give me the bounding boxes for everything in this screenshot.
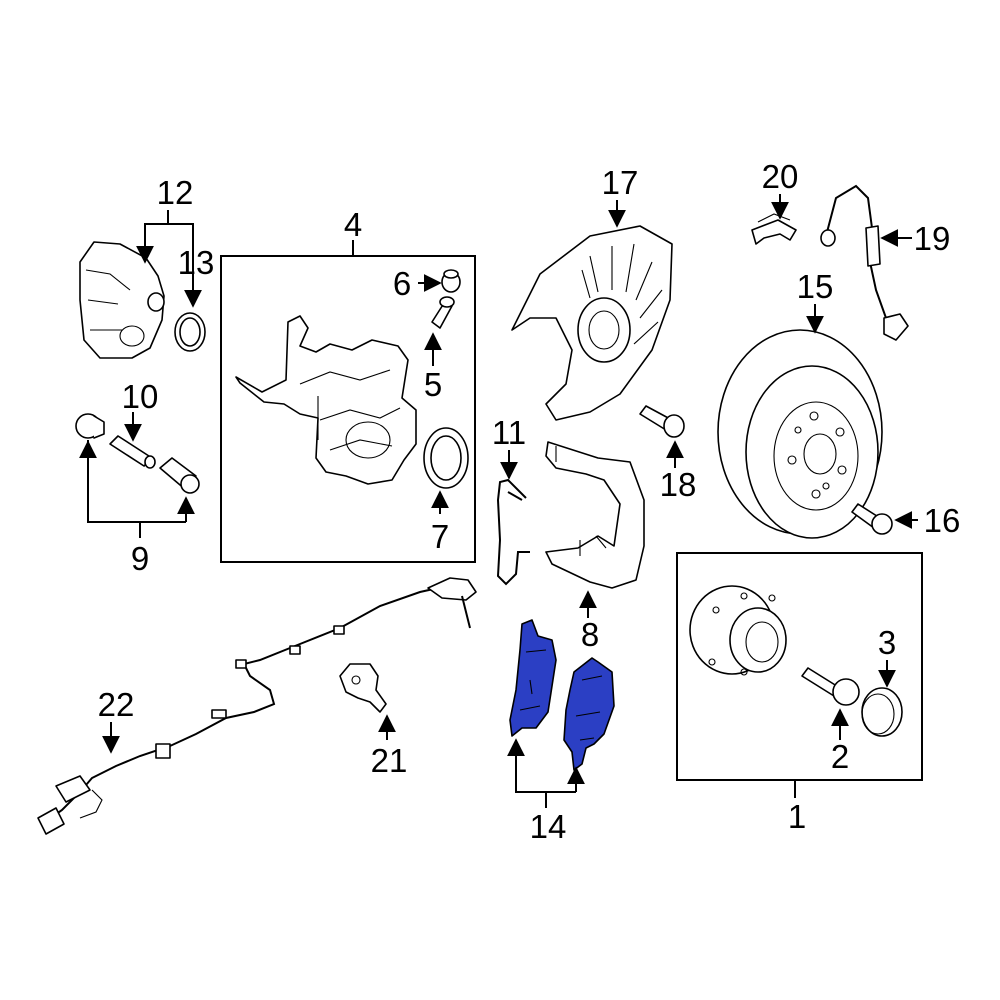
guide-pin[interactable] bbox=[109, 435, 156, 469]
guide-pin-cap[interactable] bbox=[75, 413, 105, 439]
caliper-bracket[interactable] bbox=[545, 441, 645, 589]
callout-5: 5 bbox=[424, 366, 442, 403]
callout-2: 2 bbox=[831, 738, 849, 775]
hose-clip[interactable] bbox=[751, 213, 797, 245]
caliper-group-box bbox=[220, 255, 476, 563]
callout-16: 16 bbox=[924, 502, 961, 539]
brake-caliper[interactable] bbox=[235, 315, 417, 485]
callout-7: 7 bbox=[431, 518, 449, 555]
brake-pad-outer[interactable] bbox=[563, 657, 615, 771]
shield-bolt[interactable] bbox=[639, 405, 685, 438]
hub-group-box bbox=[676, 552, 923, 781]
callout-3: 3 bbox=[878, 624, 896, 661]
callout-4: 4 bbox=[344, 206, 362, 243]
callout-10: 10 bbox=[122, 378, 159, 415]
guide-pin-bushing[interactable] bbox=[159, 457, 200, 494]
callout-20: 20 bbox=[762, 158, 799, 195]
wheel-hub[interactable] bbox=[689, 585, 787, 676]
callout-14: 14 bbox=[530, 808, 567, 845]
brake-pad-inner[interactable] bbox=[509, 619, 557, 737]
callout-15: 15 bbox=[797, 268, 834, 305]
hub-cap[interactable] bbox=[861, 687, 903, 737]
callout-18: 18 bbox=[660, 466, 697, 503]
callout-6: 6 bbox=[393, 265, 411, 302]
callout-12: 12 bbox=[157, 174, 194, 211]
brake-rotor[interactable] bbox=[717, 329, 883, 539]
callout-22: 22 bbox=[98, 686, 135, 723]
abs-sensor-harness[interactable] bbox=[37, 577, 477, 835]
sensor-bracket[interactable] bbox=[339, 663, 387, 713]
parking-brake-motor[interactable] bbox=[79, 241, 165, 359]
callout-13: 13 bbox=[178, 244, 215, 281]
bleeder-cap[interactable] bbox=[441, 269, 461, 293]
bleeder-screw[interactable] bbox=[431, 296, 455, 329]
callout-8: 8 bbox=[581, 616, 599, 653]
caliper-seal[interactable] bbox=[423, 427, 469, 489]
callout-17: 17 bbox=[602, 164, 639, 201]
callout-21: 21 bbox=[371, 742, 408, 779]
callout-9: 9 bbox=[131, 540, 149, 577]
callout-19: 19 bbox=[914, 220, 951, 257]
callout-11: 11 bbox=[492, 414, 526, 451]
hub-bolt[interactable] bbox=[801, 667, 860, 706]
rotor-screw[interactable] bbox=[851, 503, 893, 535]
caliper-spring[interactable] bbox=[496, 478, 530, 586]
motor-o-ring[interactable] bbox=[174, 312, 206, 352]
brake-hose[interactable] bbox=[820, 184, 909, 341]
callout-1: 1 bbox=[788, 798, 806, 835]
dust-shield[interactable] bbox=[511, 225, 673, 421]
